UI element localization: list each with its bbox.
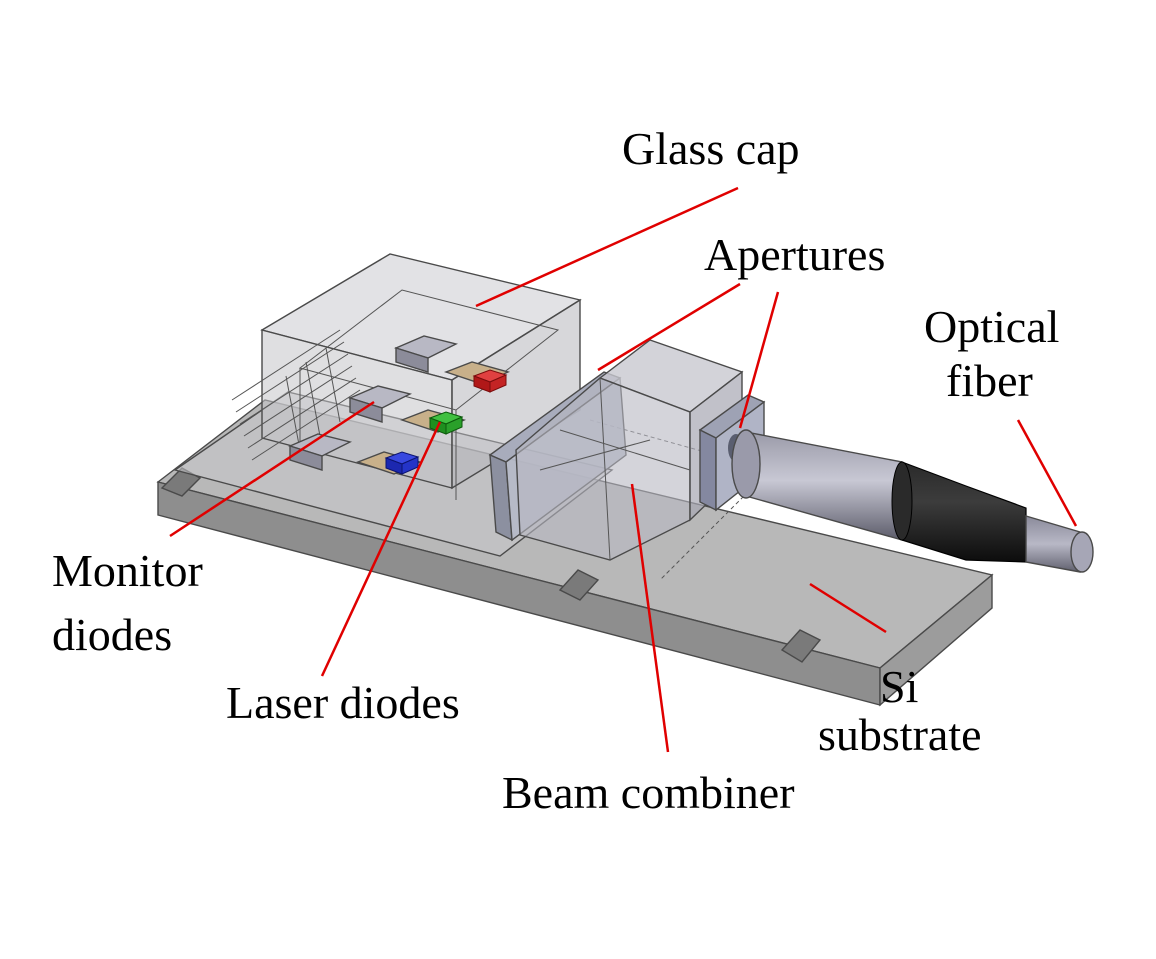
- label-si-substrate-line1: Si: [880, 661, 918, 712]
- leader-optical-fiber: [1016, 419, 1078, 527]
- leader-si-substrate: [809, 582, 887, 634]
- label-glass-cap: Glass cap: [622, 123, 800, 174]
- label-optical-fiber-line1: Optical: [924, 301, 1059, 352]
- label-laser-diodes: Laser diodes: [226, 677, 460, 728]
- leader-lines: [169, 186, 1078, 753]
- leader-beam-combiner: [630, 483, 670, 753]
- labels: Glass cap Apertures Optical fiber Monito…: [52, 123, 1059, 818]
- leader-monitor-diodes: [169, 400, 375, 538]
- substrate-dashed-outline: [589, 419, 771, 581]
- alignment-groove-middle: [558, 569, 600, 601]
- optical-fiber: [731, 429, 1094, 573]
- leader-laser-diodes: [320, 421, 442, 677]
- alignment-groove-right: [780, 629, 822, 663]
- leader-glass-cap: [475, 186, 739, 308]
- label-apertures: Apertures: [704, 229, 885, 280]
- fiber-jacket: [901, 461, 1027, 563]
- label-monitor-diodes-line2: diodes: [52, 609, 172, 660]
- laser-diodes: [355, 361, 511, 475]
- label-optical-fiber-line2: fiber: [946, 355, 1033, 406]
- substrate-right-face: [879, 573, 993, 707]
- label-beam-combiner: Beam combiner: [502, 767, 795, 818]
- label-monitor-diodes-line1: Monitor: [52, 545, 203, 596]
- alignment-groove-left: [160, 467, 202, 497]
- label-si-substrate-line2: substrate: [818, 709, 982, 760]
- glass-cap-ribs: [231, 329, 361, 461]
- leader-apertures-right: [738, 291, 780, 429]
- leader-apertures-left: [597, 282, 741, 372]
